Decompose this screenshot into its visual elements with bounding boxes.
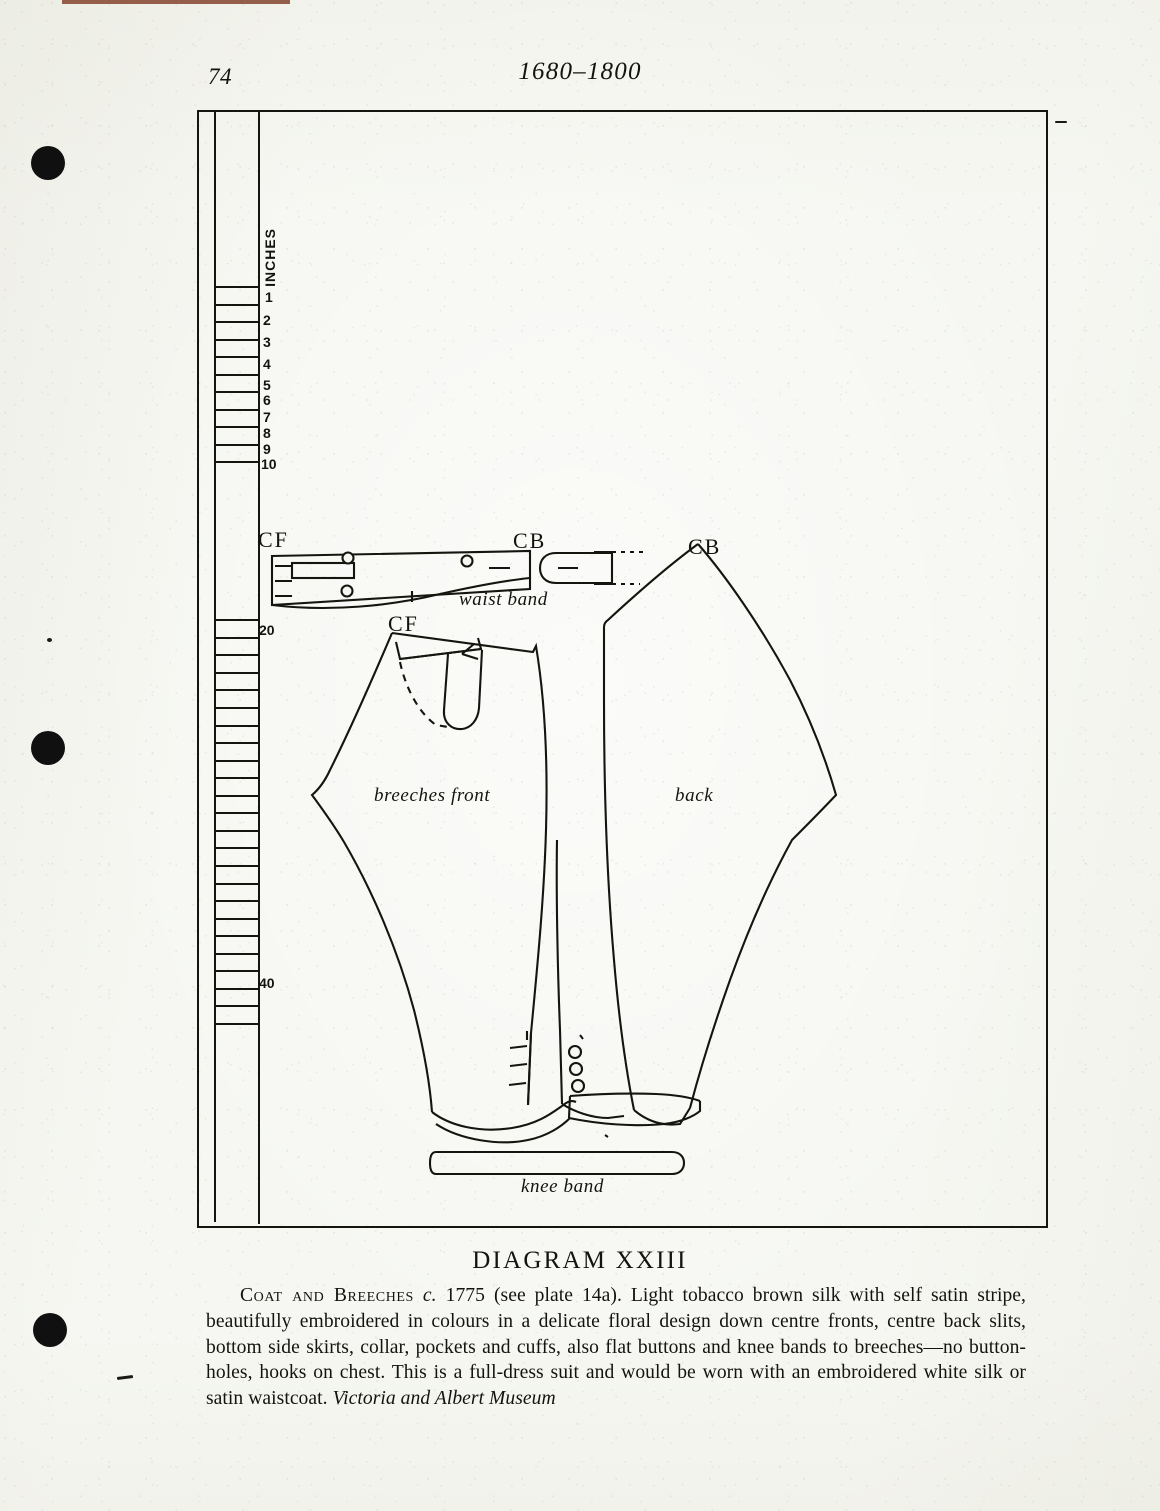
ruler-tick-label: 2: [263, 312, 271, 328]
punch-hole: [33, 1313, 67, 1347]
piece-label-breeches-front: breeches front: [374, 785, 491, 806]
ruler-tick-label: 1: [265, 289, 273, 305]
ruler-column-right-rule: [258, 112, 260, 1224]
waistband-buttons: [340, 551, 474, 598]
plate-frame-border: [197, 110, 1048, 1228]
marker-cb-tab: CB: [688, 534, 722, 559]
marker-cb-waistband: CB: [513, 528, 547, 553]
ruler-tick-label: 3: [263, 334, 271, 350]
ruler-column-left-rule: [214, 112, 216, 1222]
marker-cf-front: CF: [388, 611, 419, 636]
breeches-front-fly-detail: [394, 637, 484, 731]
caption-date-abbrev: c.: [422, 1285, 437, 1306]
ruler-major-label-20: 20: [259, 622, 275, 638]
ruler-tick-label: 4: [263, 356, 271, 372]
breeches-front-outline: [310, 631, 577, 1144]
back-piece-notch: [579, 1034, 609, 1138]
piece-label-waist-band: waist band: [459, 589, 548, 610]
waistband-outline: [270, 549, 532, 610]
scale-ruler-ticks: [216, 286, 258, 1025]
caption-credit: Victoria and Albert Museum: [332, 1388, 556, 1410]
ruler-major-label-40: 40: [259, 975, 275, 991]
waistband-tab-dotted-extension: [612, 550, 648, 586]
diagram-title: DIAGRAM XXIII: [472, 1247, 688, 1274]
caption-body: (see plate 14a). Light tobacco brown sil…: [206, 1285, 1026, 1410]
breeches-front-fly-dashed: [398, 661, 449, 729]
scanner-edge-artifact: [62, 0, 290, 4]
page-number: 74: [208, 64, 232, 89]
punch-hole: [31, 146, 65, 180]
piece-label-knee-band: knee band: [521, 1176, 604, 1197]
ruler-tick-label: 9: [263, 441, 271, 457]
back-piece-knee-buttons: [567, 1044, 586, 1094]
marker-cf-waistband: CF: [258, 527, 289, 552]
back-piece-inner-edge: [555, 839, 564, 1105]
ruler-tick-label: 5: [263, 377, 271, 393]
back-piece-outline: [561, 543, 838, 1127]
stray-ink-mark: [1055, 121, 1067, 123]
knee-band-outline: [428, 1150, 686, 1176]
caption-lead: Coat and Breeches: [240, 1285, 414, 1306]
punch-hole: [31, 731, 65, 765]
waistband-tab: [538, 550, 614, 586]
running-head-date-range: 1680–1800: [518, 58, 642, 85]
breeches-front-buttonholes: [508, 1031, 529, 1087]
piece-label-back: back: [675, 785, 714, 806]
ruler-tick-label: 8: [263, 425, 271, 441]
ruler-tick-label: 7: [263, 409, 271, 425]
ruler-tick-label: 10: [261, 456, 277, 472]
ruler-tick-label: 6: [263, 392, 271, 408]
diagram-caption: Coat and Breeches c. 1775 (see plate 14a…: [206, 1283, 1026, 1412]
stray-ink-mark: [47, 638, 52, 642]
caption-date: 1775: [445, 1285, 485, 1306]
